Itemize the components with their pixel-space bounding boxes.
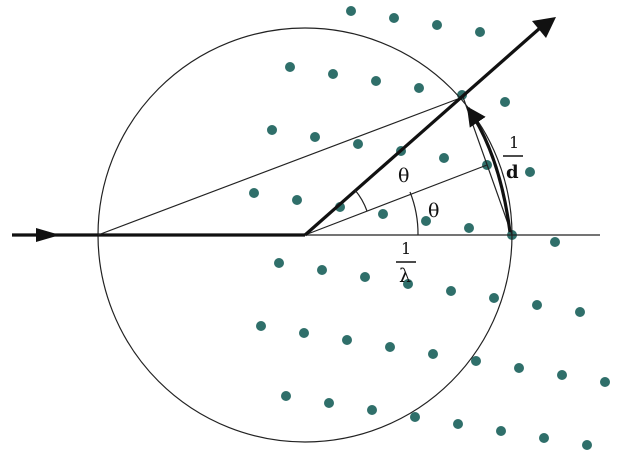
incident-arrow-icon — [36, 228, 60, 242]
lattice-point — [575, 307, 585, 317]
wavelength-numerator: 1 — [401, 239, 411, 258]
lattice-point — [446, 286, 456, 296]
lattice-point — [410, 412, 420, 422]
lattice-point — [285, 62, 295, 72]
lattice-point — [582, 440, 592, 450]
reciprocal-lattice — [249, 6, 610, 450]
lattice-point — [453, 419, 463, 429]
lattice-point — [346, 6, 356, 16]
lattice-point — [317, 265, 327, 275]
reciprocal-vector-line — [462, 96, 513, 236]
lattice-point — [310, 132, 320, 142]
lattice-point — [439, 153, 449, 163]
lattice-point — [367, 405, 377, 415]
lattice-point — [496, 426, 506, 436]
lattice-point — [403, 279, 413, 289]
reciprocal-d-numerator: 1 — [509, 133, 519, 152]
theta-label-lower: θ — [428, 200, 439, 222]
theta-arc-upper — [354, 189, 368, 212]
lattice-point — [600, 377, 610, 387]
lattice-point — [328, 69, 338, 79]
chord-line — [97, 96, 464, 236]
lattice-point — [414, 83, 424, 93]
lattice-point — [525, 167, 535, 177]
lattice-point — [378, 209, 388, 219]
lattice-point — [557, 370, 567, 380]
lattice-point — [371, 76, 381, 86]
lattice-point — [299, 328, 309, 338]
reciprocal-d-denominator: d — [506, 162, 519, 183]
lattice-plane-line — [304, 164, 488, 236]
lattice-point — [432, 20, 442, 30]
theta-label-upper: θ — [398, 165, 409, 187]
lattice-point — [500, 97, 510, 107]
lattice-point — [360, 272, 370, 282]
lattice-point — [550, 237, 560, 247]
lattice-point — [475, 27, 485, 37]
lattice-point — [471, 356, 481, 366]
lattice-point — [514, 363, 524, 373]
lattice-point — [428, 349, 438, 359]
lattice-point — [249, 188, 259, 198]
lattice-point — [281, 391, 291, 401]
rotation-arc-arrow — [466, 106, 512, 233]
lattice-point — [324, 398, 334, 408]
lattice-point — [489, 293, 499, 303]
lattice-point — [353, 139, 363, 149]
lattice-point — [385, 342, 395, 352]
lattice-point — [292, 195, 302, 205]
lattice-point — [256, 321, 266, 331]
lattice-point — [267, 125, 277, 135]
lattice-point — [539, 433, 549, 443]
lattice-point — [274, 258, 284, 268]
diffracted-arrow-icon — [532, 17, 556, 38]
lattice-point — [464, 223, 474, 233]
lattice-point — [389, 13, 399, 23]
lattice-point — [421, 216, 431, 226]
wavelength-denominator: λ — [399, 265, 411, 287]
diffracted-beam — [303, 26, 542, 237]
lattice-point — [342, 335, 352, 345]
lattice-point — [532, 300, 542, 310]
theta-arc-lower — [409, 191, 419, 236]
